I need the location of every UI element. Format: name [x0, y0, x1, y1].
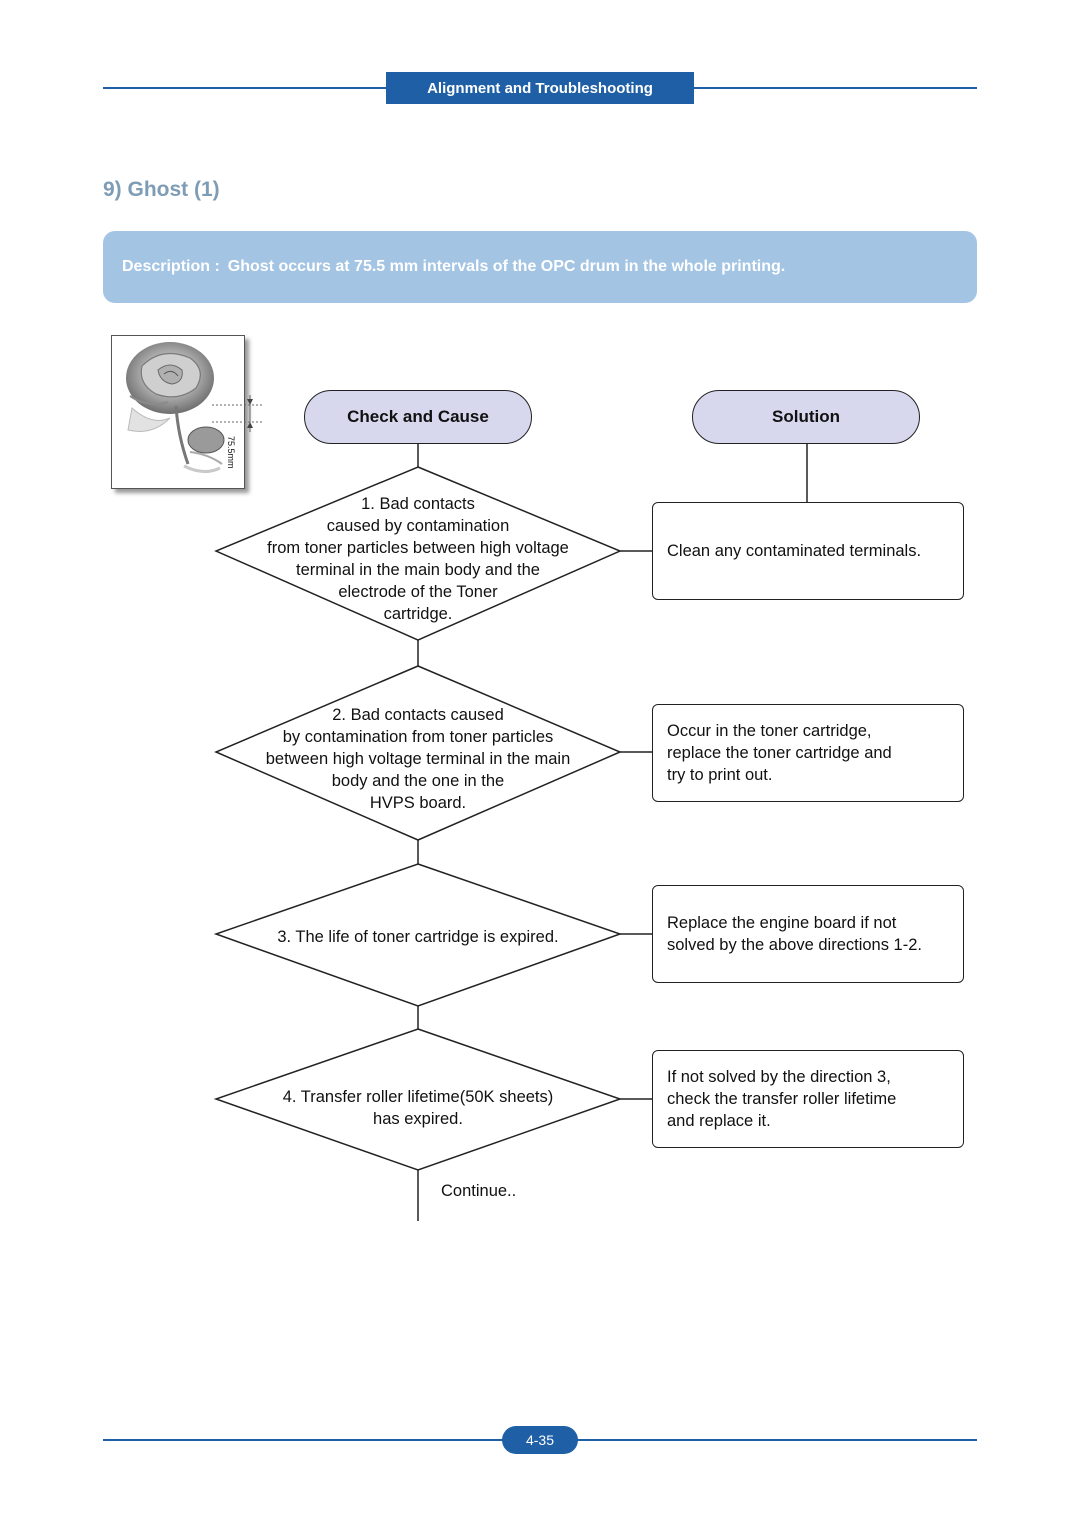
ghost-sample-image	[111, 335, 245, 489]
check-and-cause-header: Check and Cause	[304, 390, 532, 444]
solution-header: Solution	[692, 390, 920, 444]
decision-diamond-2	[214, 665, 622, 841]
description-label: Description :	[122, 258, 220, 275]
header-tab: Alignment and Troubleshooting	[386, 72, 694, 104]
description-box: Description : Ghost occurs at 75.5 mm in…	[103, 231, 977, 303]
page-title: 9) Ghost (1)	[103, 178, 220, 201]
solution-box-1: Clean any contaminated terminals.	[652, 502, 964, 600]
solution-label: Solution	[772, 407, 840, 426]
check-and-cause-label: Check and Cause	[347, 407, 489, 426]
footer-rule-right	[577, 1439, 977, 1441]
solution-box-3: Replace the engine board if not solved b…	[652, 885, 964, 983]
cause-3-text: 3. The life of toner cartridge is expire…	[277, 928, 559, 946]
continue-label: Continue..	[441, 1182, 517, 1200]
decision-diamond-1	[214, 466, 622, 641]
page-number: 4-35	[525, 1432, 555, 1448]
solution-box-2: Occur in the toner cartridge, replace th…	[652, 704, 964, 802]
description-text: Ghost occurs at 75.5 mm intervals of the…	[227, 258, 786, 275]
cause-2-text: 2. Bad contacts caused by contamination …	[265, 706, 571, 812]
header-rule-left	[103, 87, 386, 89]
rose-illustration	[126, 342, 225, 473]
solution-box-4: If not solved by the direction 3, check …	[652, 1050, 964, 1148]
decision-diamond-4	[213, 1028, 623, 1171]
header-tab-label: Alignment and Troubleshooting	[427, 79, 653, 97]
page-number-badge: 4-35	[502, 1426, 578, 1454]
measure-label: 75.5mm	[226, 436, 236, 469]
cause-1-text: 1. Bad contacts caused by contamination …	[267, 495, 569, 623]
decision-diamond-3	[213, 863, 623, 1007]
cause-4-text: 4. Transfer roller lifetime(50K sheets) …	[282, 1088, 554, 1128]
footer-rule-left	[103, 1439, 503, 1441]
header-rule-right	[694, 87, 977, 89]
